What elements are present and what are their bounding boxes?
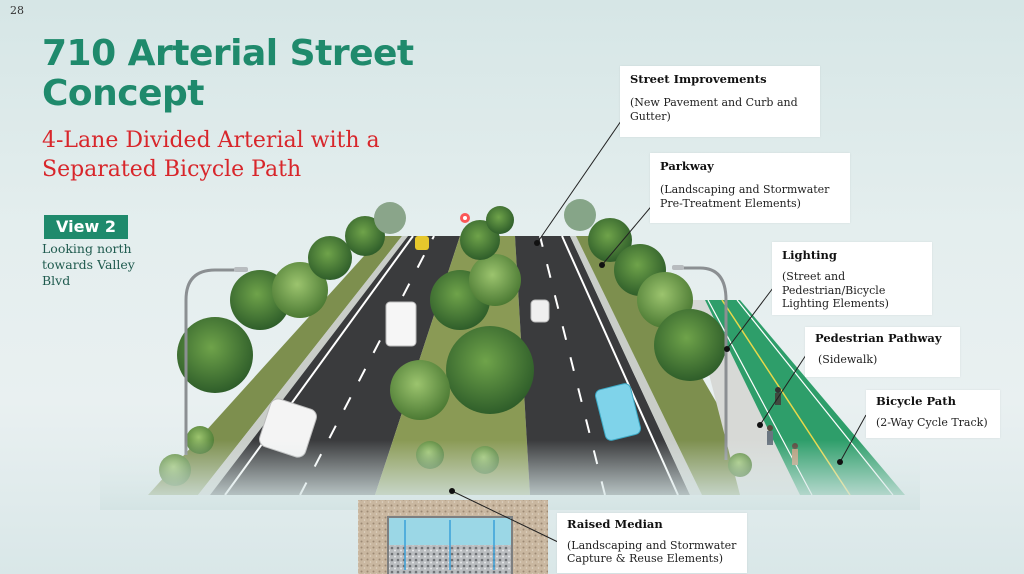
view-badge: View 2 <box>44 215 128 239</box>
slide-number: 28 <box>10 4 24 17</box>
callout-title: Bicycle Path <box>876 394 956 408</box>
callout-description: (Landscaping and Stormwater Capture & Re… <box>567 539 737 565</box>
callout-bicycle-path: Bicycle Path (2-Way Cycle Track) <box>866 390 1000 438</box>
callout-lighting: Lighting (Street and Pedestrian/Bicycle … <box>772 242 932 315</box>
subtitle-line-1: 4-Lane Divided Arterial with a <box>42 128 380 153</box>
title-line-2: Concept <box>42 73 205 114</box>
callout-title: Raised Median <box>567 517 663 531</box>
callout-title: Parkway <box>660 159 714 173</box>
title-line-1: 710 Arterial Street <box>42 33 414 74</box>
callout-description: (Street and Pedestrian/Bicycle Lighting … <box>782 270 889 310</box>
page-subtitle: 4-Lane Divided Arterial with a Separated… <box>42 126 380 184</box>
callout-description: (Sidewalk) <box>818 353 878 366</box>
callout-description: (2-Way Cycle Track) <box>876 416 988 429</box>
callout-title: Street Improvements <box>630 72 767 86</box>
callout-raised-median: Raised Median (Landscaping and Stormwate… <box>557 513 747 573</box>
callout-pedestrian-pathway: Pedestrian Pathway (Sidewalk) <box>805 327 960 377</box>
page-title: 710 Arterial Street Concept <box>42 34 414 114</box>
callout-title: Pedestrian Pathway <box>815 331 942 345</box>
callout-parkway: Parkway (Landscaping and Stormwater Pre-… <box>650 153 850 223</box>
subtitle-line-2: Separated Bicycle Path <box>42 157 302 182</box>
callout-description: (New Pavement and Curb and Gutter) <box>630 96 798 123</box>
callout-title: Lighting <box>782 248 837 262</box>
view-description: Looking north towards Valley Blvd <box>42 241 135 288</box>
callout-description: (Landscaping and Stormwater Pre-Treatmen… <box>660 183 830 210</box>
callout-street-improvements: Street Improvements (New Pavement and Cu… <box>620 66 820 137</box>
